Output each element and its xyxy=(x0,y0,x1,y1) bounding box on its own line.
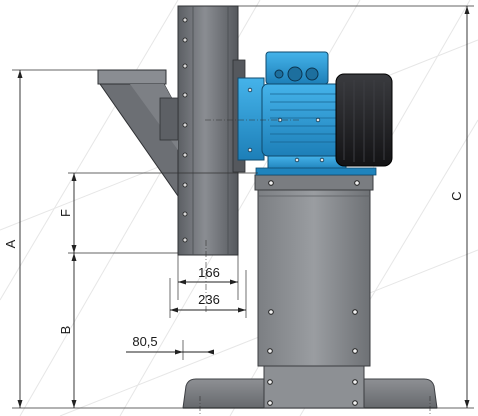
dimension-166-label: 166 xyxy=(198,265,220,280)
dimension-c: C xyxy=(449,6,470,408)
dimension-a: A xyxy=(3,70,23,408)
dimension-b-label: B xyxy=(58,326,73,335)
extension-lines xyxy=(12,5,474,409)
dimension-a-label: A xyxy=(3,239,18,248)
motor-bolts xyxy=(247,87,325,163)
dimension-236: 236 xyxy=(170,292,246,313)
dimension-f-label: F xyxy=(58,209,73,217)
dimension-f: F xyxy=(58,173,77,253)
fan-housing xyxy=(177,5,246,256)
dimension-b: B xyxy=(58,253,77,408)
dimension-236-label: 236 xyxy=(198,292,220,307)
housing-bolts xyxy=(182,17,188,243)
inlet-funnel xyxy=(97,69,179,198)
electric-motor xyxy=(237,51,393,176)
pedestal-stand xyxy=(254,174,374,409)
dimension-80-5: 80,5 xyxy=(126,334,214,355)
stand-bolts xyxy=(267,180,360,406)
dimension-c-label: C xyxy=(449,191,464,200)
dimension-80-5-label: 80,5 xyxy=(132,334,157,349)
dimension-166: 166 xyxy=(178,265,238,285)
